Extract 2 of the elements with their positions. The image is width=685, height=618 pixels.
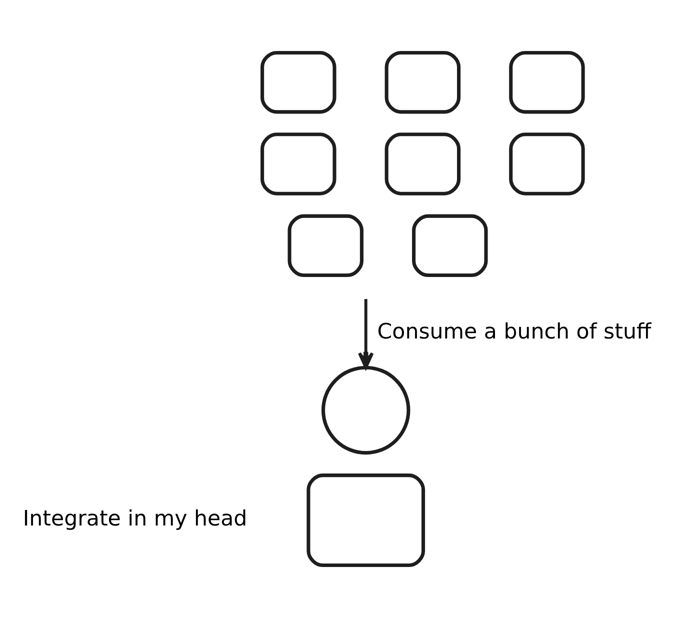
edge-label: Consume a bunch of stuff [377,319,652,344]
node-label: Integrate in my head [22,506,248,532]
